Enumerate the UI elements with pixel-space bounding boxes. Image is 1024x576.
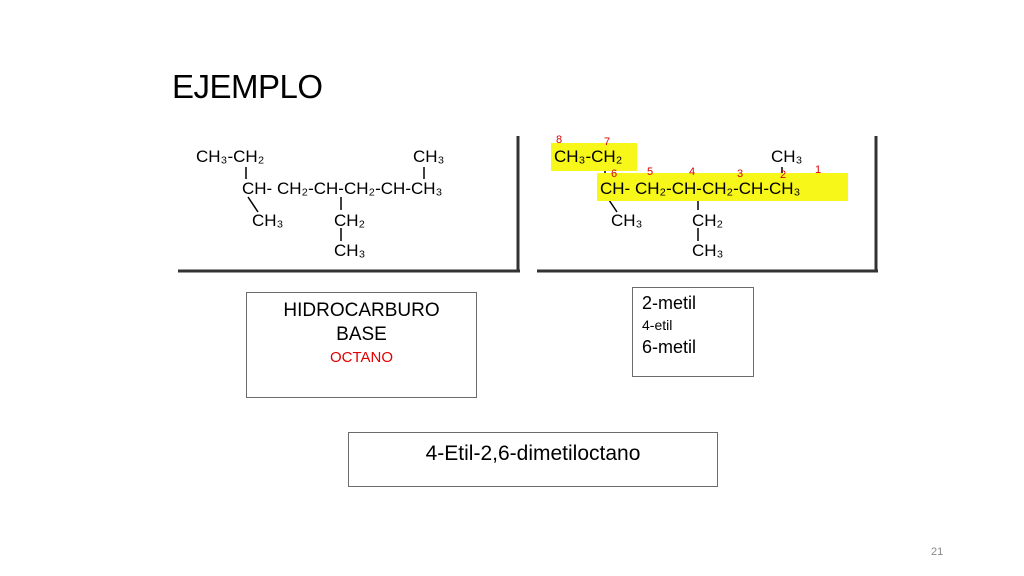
- subst-line1: 2-metil: [642, 293, 697, 313]
- base-box-octano: OCTANO: [329, 349, 394, 366]
- left-branch-ch3-lower: CH₃: [334, 241, 366, 260]
- right-branch-ch3-lower: CH₃: [692, 241, 724, 260]
- right-main-chain: CH- CH₂-CH-CH₂-CH-CH₃: [600, 179, 801, 198]
- highlight-top: [551, 143, 637, 171]
- carbon-number-2: 2: [780, 169, 787, 181]
- left-main-chain: CH- CH₂-CH-CH₂-CH-CH₃: [242, 179, 443, 198]
- carbon-number-4: 4: [689, 166, 696, 178]
- carbon-number-5: 5: [647, 166, 654, 178]
- carbon-number-3: 3: [737, 168, 744, 180]
- carbon-number-7: 7: [604, 136, 611, 148]
- slide-title: EJEMPLO: [172, 68, 323, 105]
- right-branch-ch3: CH₃: [611, 211, 643, 230]
- base-box-line2: BASE: [336, 324, 387, 345]
- left-top-row: CH₃-CH₂: [196, 147, 265, 166]
- carbon-number-6: 6: [611, 168, 618, 180]
- subst-line2: 4-etil: [642, 317, 673, 333]
- right-branch-ch2: CH₂: [692, 211, 724, 230]
- page-number: 21: [931, 546, 944, 558]
- compound-name-box: 4-Etil-2,6-dimetiloctano: [348, 432, 718, 487]
- base-box-line1: HIDROCARBURO: [283, 300, 440, 321]
- left-branch-ch2: CH₂: [334, 211, 366, 230]
- right-top-row: CH₃-CH₂: [554, 147, 623, 166]
- highlight-main: [597, 173, 848, 201]
- right-top-right-ch3: CH₃: [771, 147, 803, 166]
- carbon-number-1: 1: [815, 164, 822, 176]
- left-top-right-ch3: CH₃: [413, 147, 445, 166]
- left-branch-ch3: CH₃: [252, 211, 284, 230]
- carbon-number-8: 8: [556, 134, 563, 146]
- subst-line3: 6-metil: [642, 337, 697, 357]
- base-hydrocarbon-box: HIDROCARBURO BASE OCTANO: [246, 292, 477, 398]
- compound-name: 4-Etil-2,6-dimetiloctano: [425, 442, 641, 465]
- substituents-box: 2-metil 4-etil 6-metil: [632, 287, 754, 377]
